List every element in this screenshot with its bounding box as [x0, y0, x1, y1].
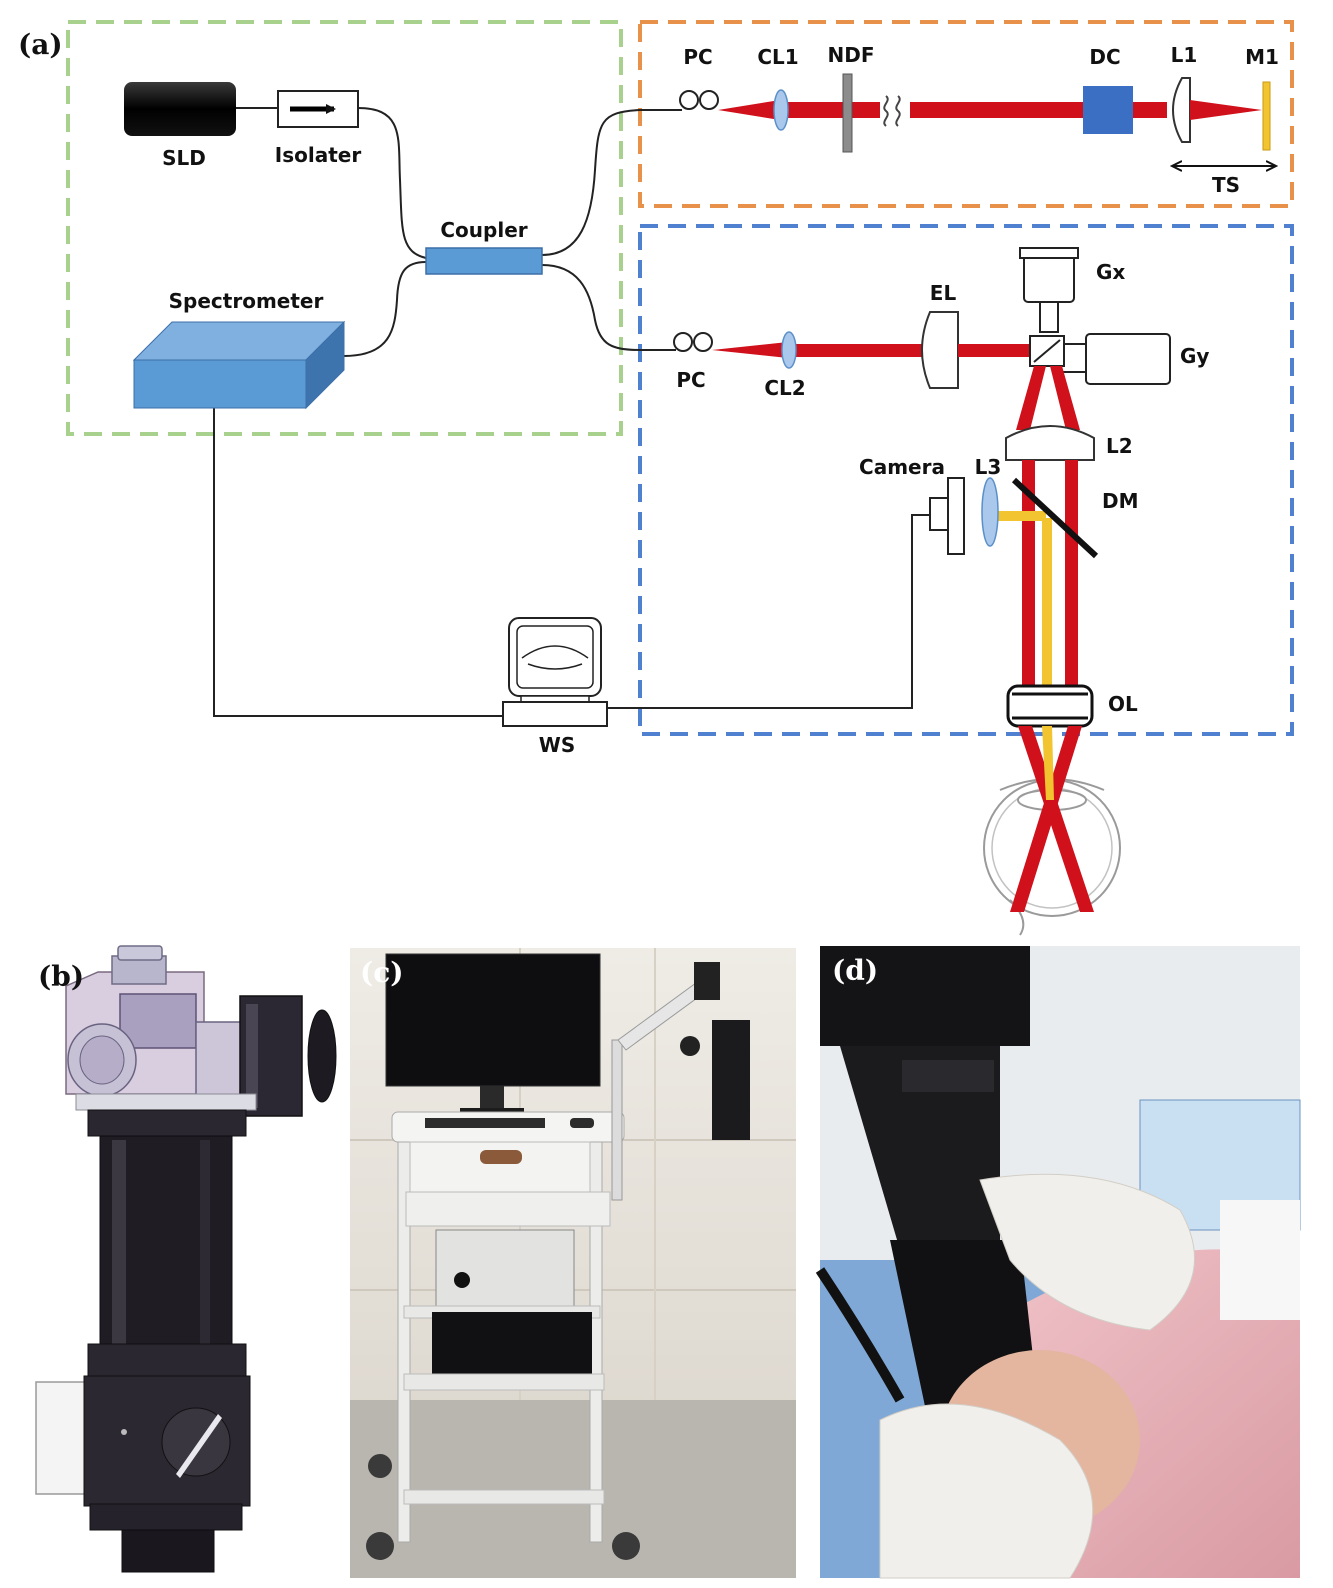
- spectrometer-label: Spectrometer: [169, 289, 324, 313]
- beam-sample-2: [958, 344, 1030, 357]
- panel-d-clinical-photo: (d): [815, 946, 1301, 1579]
- beam-scan-left: [1016, 366, 1046, 430]
- beam-imaging-vertical: [1042, 518, 1052, 686]
- panel-c-cart-photo: (c): [350, 948, 796, 1578]
- spectrometer-box: [132, 320, 346, 410]
- cl1-label: CL1: [757, 45, 798, 69]
- source-detection-region: [66, 20, 623, 436]
- l3-label: L3: [975, 455, 1002, 479]
- beam-imaging-horizontal: [992, 511, 1046, 521]
- pc-sample-label: PC: [676, 368, 705, 392]
- lens-cl2: [781, 331, 797, 369]
- beam-eye-1: [1018, 726, 1094, 912]
- cl2-label: CL2: [764, 376, 805, 400]
- panel-b-cad-render: (b): [35, 945, 337, 1573]
- fiber-coupler-reference: [541, 109, 682, 256]
- m1-label: M1: [1245, 45, 1279, 69]
- mirror-m1: [1262, 81, 1271, 151]
- panel-a-label: (a): [18, 28, 63, 61]
- beam-sample-diverging: [712, 342, 788, 358]
- cable-ws-camera: [606, 514, 930, 709]
- l2-label: L2: [1106, 434, 1133, 458]
- lens-el: [921, 311, 959, 389]
- beam-ref-2: [910, 102, 1090, 118]
- sld-label: SLD: [162, 146, 206, 170]
- optical-fibers: [213, 107, 930, 717]
- isolater-label: Isolater: [275, 143, 362, 167]
- camera-icon: [929, 477, 965, 555]
- panel-a: (a) SLD Isolater Coupler: [18, 20, 1294, 936]
- coupler-label: Coupler: [440, 218, 527, 242]
- lens-cl1: [773, 89, 789, 131]
- polarization-controller-sample: [673, 332, 713, 352]
- ndf-label: NDF: [827, 43, 874, 67]
- lens-l3: [981, 477, 999, 547]
- beam-ref-converging: [1190, 100, 1262, 120]
- dichroic-mirror: [1011, 477, 1099, 559]
- cable-spectrometer-ws: [213, 406, 505, 717]
- l1-label: L1: [1171, 43, 1198, 67]
- gy-label: Gy: [1180, 344, 1209, 368]
- galvo-gx: [1019, 247, 1079, 333]
- coupler-box: [425, 247, 543, 275]
- el-label: EL: [930, 281, 957, 305]
- beam-ref-diverging: [718, 100, 780, 120]
- fiber-isolater-coupler: [357, 107, 427, 259]
- break-mark: [883, 95, 889, 127]
- beam-scan-right: [1050, 366, 1080, 430]
- beam-ref-3: [1133, 102, 1167, 118]
- dm-label: DM: [1102, 489, 1139, 513]
- polarization-controller-ref: [679, 90, 719, 110]
- objective-lens: [1006, 684, 1094, 728]
- dc-block: [1083, 86, 1133, 134]
- lens-l1: [1172, 77, 1191, 143]
- ol-label: OL: [1108, 692, 1138, 716]
- beam-sample-1: [788, 344, 924, 357]
- sld-source: [124, 82, 236, 136]
- beam-eye-2: [1010, 726, 1082, 912]
- ts-label: TS: [1212, 173, 1240, 197]
- pc-ref-label: PC: [683, 45, 712, 69]
- fiber-spectrometer-coupler: [343, 261, 427, 357]
- panel-b-label: (b): [38, 960, 84, 993]
- dc-label: DC: [1089, 45, 1120, 69]
- sample-arm-region: [638, 224, 1294, 736]
- fiber-coupler-sample: [541, 264, 676, 351]
- break-mark: [895, 95, 901, 127]
- ws-label: WS: [539, 733, 575, 757]
- beam-parallel-right: [1065, 460, 1078, 686]
- panel-c-label: (c): [360, 956, 404, 989]
- ndf-filter: [842, 73, 853, 153]
- reference-arm-region: [638, 20, 1294, 208]
- gx-label: Gx: [1096, 260, 1125, 284]
- beam-ref-1: [780, 102, 880, 118]
- workstation-icon: [502, 617, 608, 727]
- galvo-gy: [1059, 333, 1171, 385]
- beam-eye-yellow: [1042, 726, 1054, 800]
- lens-l2: [1005, 425, 1095, 461]
- camera-label: Camera: [859, 455, 945, 479]
- panel-d-label: (d): [832, 954, 878, 987]
